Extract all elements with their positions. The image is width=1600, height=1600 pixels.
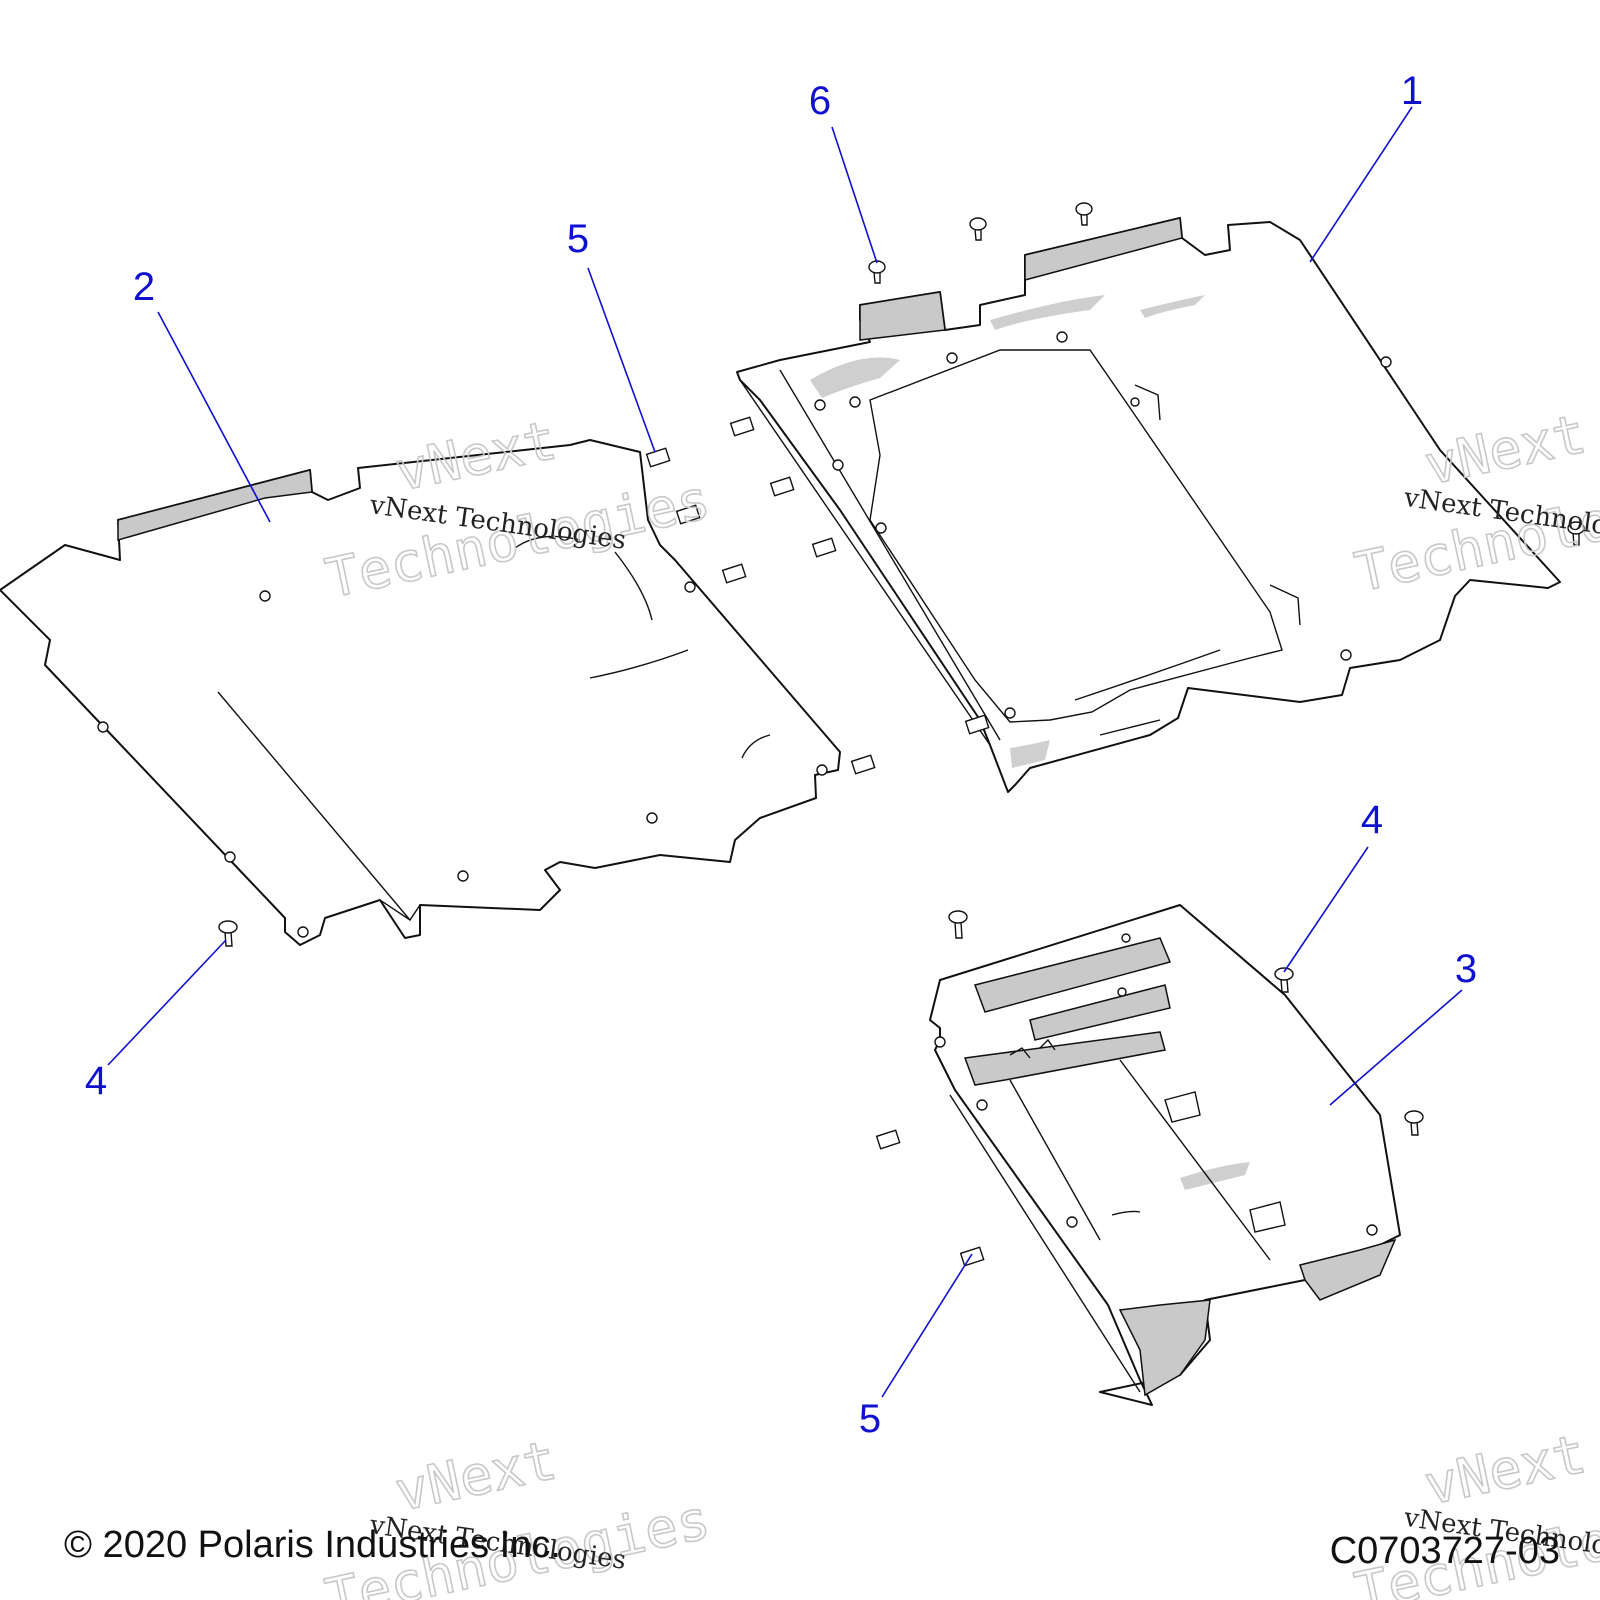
callout-4b: 4 xyxy=(1361,798,1383,842)
part-3-storage-bin[interactable] xyxy=(929,904,1401,1406)
leader-line-3 xyxy=(1329,989,1463,1106)
fastener-push-rivet-6a[interactable] xyxy=(868,260,886,284)
callout-6: 6 xyxy=(809,79,831,123)
callout-5b: 5 xyxy=(859,1397,881,1441)
clip-nuts-5[interactable] xyxy=(645,416,990,1267)
callout-1: 1 xyxy=(1401,69,1423,113)
callout-2: 2 xyxy=(133,265,155,309)
fastener-push-rivet-6b[interactable] xyxy=(969,217,987,241)
leader-line-5b xyxy=(881,1253,973,1398)
callout-4a: 4 xyxy=(85,1059,107,1103)
part-2-floor-panel[interactable] xyxy=(0,439,841,946)
leader-line-6 xyxy=(831,126,878,264)
watermark-bottom-left: vNext Technologies vNext Technologies xyxy=(320,1428,716,1600)
svg-text:vNext: vNext xyxy=(1419,1422,1591,1517)
svg-text:vNext: vNext xyxy=(390,1428,562,1523)
fastener-screw-panel-right[interactable] xyxy=(1567,521,1585,546)
leader-line-5a xyxy=(587,267,656,453)
copyright-notice: © 2020 Polaris Industries Inc. xyxy=(64,1524,561,1566)
leader-line-2 xyxy=(157,311,271,523)
fastener-screw-bin-top[interactable] xyxy=(948,910,968,939)
fastener-screw-4-right[interactable] xyxy=(1274,967,1294,993)
fastener-screw-4-left[interactable] xyxy=(218,920,238,947)
leader-line-1 xyxy=(1309,106,1413,263)
fastener-screw-bin-right[interactable] xyxy=(1404,1110,1424,1136)
fastener-push-rivet-6c[interactable] xyxy=(1075,202,1093,226)
leader-line-4a xyxy=(107,939,227,1066)
svg-text:vNext: vNext xyxy=(1419,402,1591,497)
callout-3: 3 xyxy=(1455,947,1477,991)
callout-5a: 5 xyxy=(567,217,589,261)
diagram-code: C0703727-03 xyxy=(1329,1530,1560,1572)
leader-line-4b xyxy=(1283,846,1369,973)
part-1-floor-panel[interactable] xyxy=(736,217,1561,793)
